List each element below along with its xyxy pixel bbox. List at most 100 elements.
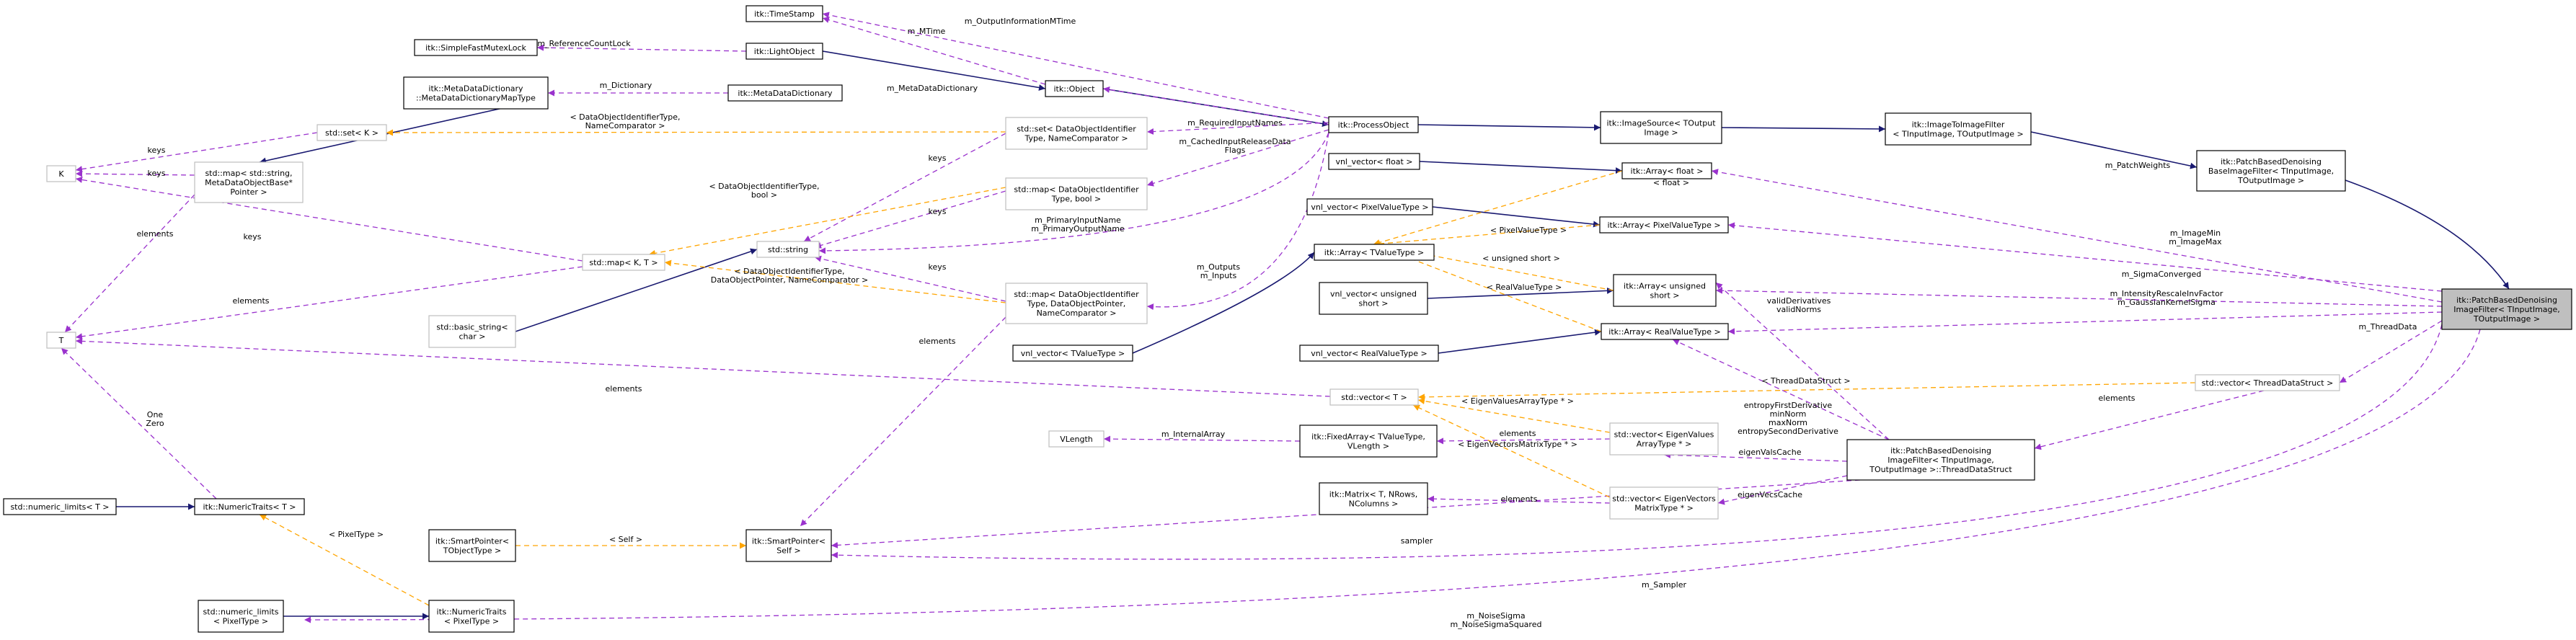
node-label: NameComparator > xyxy=(1037,308,1117,318)
node-box xyxy=(1319,282,1428,315)
class-node-smart-pointer-tobjecttype[interactable]: itk::SmartPointer<TObjectType > xyxy=(428,529,516,562)
class-node-image-source[interactable]: itk::ImageSource< TOutputImage > xyxy=(1600,111,1722,144)
edge-label-text: DataObjectPointer, NameComparator > xyxy=(711,275,869,285)
edge-label-text: m_NoiseSigma xyxy=(1466,611,1525,621)
class-node-t[interactable]: T xyxy=(46,332,76,349)
edge-label-text: maxNorm xyxy=(1769,418,1807,427)
node-box xyxy=(198,600,284,633)
edge-label-text: m_Sampler xyxy=(1642,580,1686,590)
edge-label-text: sampler xyxy=(1401,536,1433,546)
class-node-std-string[interactable]: std::string xyxy=(756,241,820,258)
usage-edge xyxy=(831,324,2443,560)
class-node-numeric-traits-t[interactable]: itk::NumericTraits< T > xyxy=(194,498,305,515)
usage-edge xyxy=(75,170,195,177)
edge-label-text: elements xyxy=(136,229,173,239)
node-label: itk::MetaDataDictionary xyxy=(428,84,523,94)
edge-label-text: keys xyxy=(929,154,947,163)
class-node-numeric-traits-pixel-type[interactable]: itk::NumericTraits< PixelType > xyxy=(428,600,515,633)
class-node-map-string-metadata[interactable]: std::map< std::string,MetaDataObjectBase… xyxy=(194,161,304,203)
node-label: K xyxy=(58,169,64,179)
class-node-k[interactable]: K xyxy=(46,165,76,182)
class-node-meta-data-dictionary[interactable]: itk::MetaDataDictionary xyxy=(727,84,843,102)
class-node-basic-string-char[interactable]: std::basic_string<char > xyxy=(428,315,516,348)
class-node-itk-array-float[interactable]: itk::Array< float > xyxy=(1621,162,1712,179)
edge-label-text: m_ReferenceCountLock xyxy=(537,39,631,48)
edge-label-elements-map-did-pointer: elements xyxy=(919,337,955,346)
template-edge xyxy=(648,187,1006,257)
class-node-map-data-object-identifier-bool[interactable]: std::map< DataObjectIdentifierType, bool… xyxy=(1005,177,1148,210)
class-node-itk-array-tvaluetype[interactable]: itk::Array< TValueType > xyxy=(1314,244,1435,261)
node-label: vnl_vector< float > xyxy=(1335,157,1412,166)
node-label: std::set< K > xyxy=(325,128,379,138)
class-node-simple-fast-mutex-lock[interactable]: itk::SimpleFastMutexLock xyxy=(414,39,538,56)
node-box xyxy=(1005,283,1148,324)
node-box xyxy=(1306,198,1433,215)
class-node-object[interactable]: itk::Object xyxy=(1045,80,1104,97)
class-node-smart-pointer-self[interactable]: itk::SmartPointer<Self > xyxy=(745,529,832,562)
class-node-vector-thread-data-struct[interactable]: std::vector< ThreadDataStruct > xyxy=(2195,374,2340,391)
class-node-vector-t[interactable]: std::vector< T > xyxy=(1329,388,1419,406)
node-label: short > xyxy=(1359,299,1389,308)
usage-edge xyxy=(75,337,1331,397)
usage-edge xyxy=(1102,86,1329,125)
node-label: std::map< std::string, xyxy=(205,169,292,178)
usage-edge xyxy=(1663,451,1848,462)
node-label: ImageFilter< TInputImage, xyxy=(2453,305,2560,314)
class-node-meta-data-dictionary-map-type[interactable]: itk::MetaDataDictionary::MetaDataDiction… xyxy=(403,76,549,110)
node-label: Image > xyxy=(1644,128,1678,138)
node-label: Type, DataObjectPointer, xyxy=(1027,299,1125,308)
class-node-itk-array-real-value-type[interactable]: itk::Array< RealValueType > xyxy=(1601,323,1729,340)
inheritance-edge xyxy=(515,248,758,332)
node-box xyxy=(428,529,516,562)
edge-label-elements-fixed-array: elements xyxy=(1499,429,1536,438)
node-box xyxy=(1048,430,1105,448)
class-node-patch-based-denoising-base[interactable]: itk::PatchBasedDenoisingBaseImageFilter<… xyxy=(2196,150,2346,192)
node-label: itk::Array< float > xyxy=(1631,166,1704,176)
class-node-numeric-limits-pixel-type[interactable]: std::numeric_limits< PixelType > xyxy=(198,600,284,633)
edge-label-text: elements xyxy=(232,296,269,306)
class-node-numeric-limits-t[interactable]: std::numeric_limits< T > xyxy=(3,498,117,515)
class-node-vnl-vector-pixel-value-type[interactable]: vnl_vector< PixelValueType > xyxy=(1306,198,1433,215)
class-node-fixed-array[interactable]: itk::FixedArray< TValueType,VLength > xyxy=(1299,425,1438,458)
node-box xyxy=(1885,112,2032,146)
node-label: std::basic_string< xyxy=(436,323,508,332)
class-node-vnl-vector-real-value-type[interactable]: vnl_vector< RealValueType > xyxy=(1299,345,1439,362)
class-node-vector-eigen-values[interactable]: std::vector< EigenValuesArrayType * > xyxy=(1609,422,1719,455)
class-node-set-data-object-identifier[interactable]: std::set< DataObjectIdentifierType, Name… xyxy=(1005,117,1148,150)
node-label: Type, NameComparator > xyxy=(1024,134,1128,143)
class-node-matrix[interactable]: itk::Matrix< T, NRows,NColumns > xyxy=(1319,482,1428,515)
edge-label-text: m_Inputs xyxy=(1200,271,1237,280)
class-node-image-to-image-filter[interactable]: itk::ImageToImageFilter< TInputImage, TO… xyxy=(1885,112,2032,146)
edge-label-keys-set-k: keys xyxy=(148,146,166,155)
class-node-vnl-vector-float[interactable]: vnl_vector< float > xyxy=(1328,153,1420,170)
class-node-map-k-t[interactable]: std::map< K, T > xyxy=(582,254,665,271)
node-label: Self > xyxy=(776,546,800,556)
usage-edge xyxy=(814,255,1006,302)
template-edge xyxy=(1417,398,1611,433)
class-node-vector-eigen-vectors[interactable]: std::vector< EigenVectorsMatrixType * > xyxy=(1609,486,1719,520)
edge-label-text: keys xyxy=(929,207,947,216)
class-node-vnl-vector-tvaluetype[interactable]: vnl_vector< TValueType > xyxy=(1012,345,1133,362)
class-node-map-data-object-identifier-pointer[interactable]: std::map< DataObjectIdentifierType, Data… xyxy=(1005,283,1148,324)
class-node-light-object[interactable]: itk::LightObject xyxy=(745,43,823,60)
node-label: itk::Matrix< T, NRows, xyxy=(1329,490,1418,499)
edge-label-m-sigma-converged: m_SigmaConverged xyxy=(2122,270,2201,279)
usage-edge xyxy=(61,347,217,499)
class-node-itk-array-pixel-value-type[interactable]: itk::Array< PixelValueType > xyxy=(1599,216,1729,234)
node-label: VLength xyxy=(1060,435,1092,444)
class-node-vlength[interactable]: VLength xyxy=(1048,430,1105,448)
edge-label-text: Zero xyxy=(146,419,164,428)
inheritance-edge xyxy=(1438,329,1602,354)
edge-label-m-reference-count-lock: m_ReferenceCountLock xyxy=(537,39,631,48)
node-label: MetaDataObjectBase* xyxy=(205,178,293,187)
class-node-time-stamp[interactable]: itk::TimeStamp xyxy=(745,5,823,22)
class-node-set-k[interactable]: std::set< K > xyxy=(317,124,387,141)
class-node-process-object[interactable]: itk::ProcessObject xyxy=(1328,116,1419,133)
